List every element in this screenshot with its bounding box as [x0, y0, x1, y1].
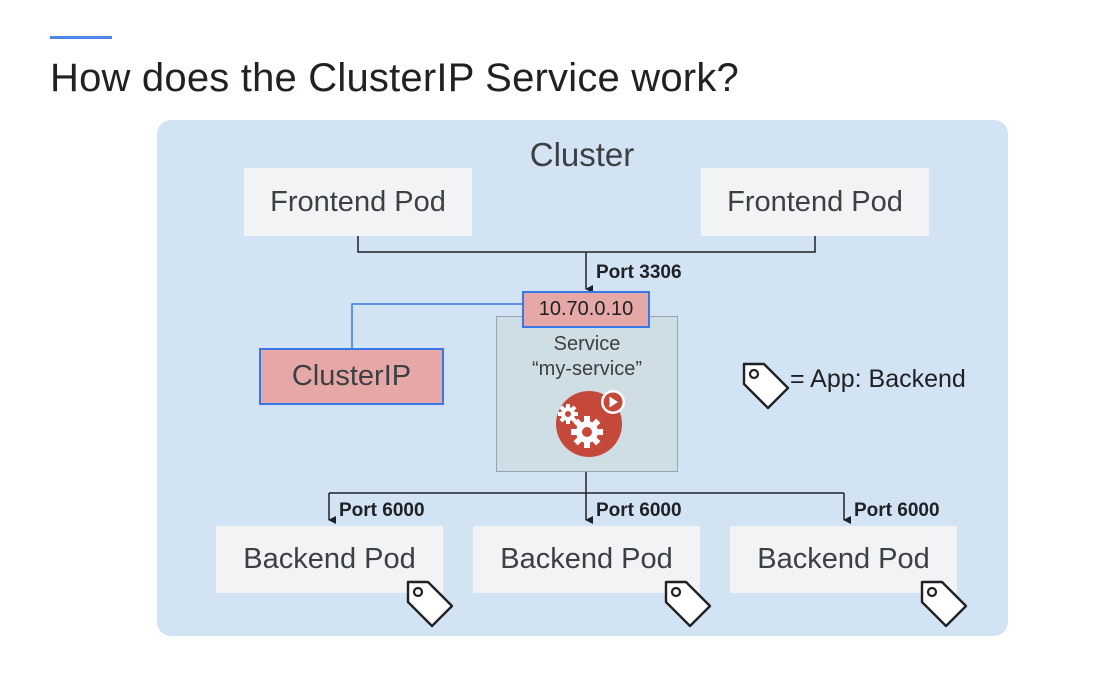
backend-pod-1: Backend Pod	[216, 526, 443, 593]
service-label: Service	[553, 333, 621, 355]
tag-icon	[742, 362, 790, 410]
title-accent-line	[50, 36, 112, 39]
clusterip-box: ClusterIP	[259, 348, 444, 405]
service-ip: 10.70.0.10	[522, 291, 650, 328]
backend-pod-2: Backend Pod	[473, 526, 700, 593]
clusterip-connector	[351, 303, 522, 348]
service-name: “my-service”	[532, 358, 642, 380]
frontend-connector	[357, 236, 816, 253]
backend-port-label-2: Port 6000	[596, 500, 682, 521]
legend-text: = App: Backend	[790, 365, 966, 393]
gears-play-icon	[556, 390, 625, 457]
backend-port-label-1: Port 6000	[339, 500, 425, 521]
frontend-port-label: Port 3306	[596, 262, 682, 283]
frontend-pod-2: Frontend Pod	[701, 168, 929, 236]
cluster-label: Cluster	[529, 136, 635, 173]
page-title: How does the ClusterIP Service work?	[50, 56, 739, 100]
backend-tag-icon-3	[920, 580, 968, 628]
backend-tag-icon-1	[406, 580, 454, 628]
backend-pod-3: Backend Pod	[730, 526, 957, 593]
backend-tag-icon-2	[664, 580, 712, 628]
backend-port-label-3: Port 6000	[854, 500, 940, 521]
frontend-pod-1: Frontend Pod	[244, 168, 472, 236]
